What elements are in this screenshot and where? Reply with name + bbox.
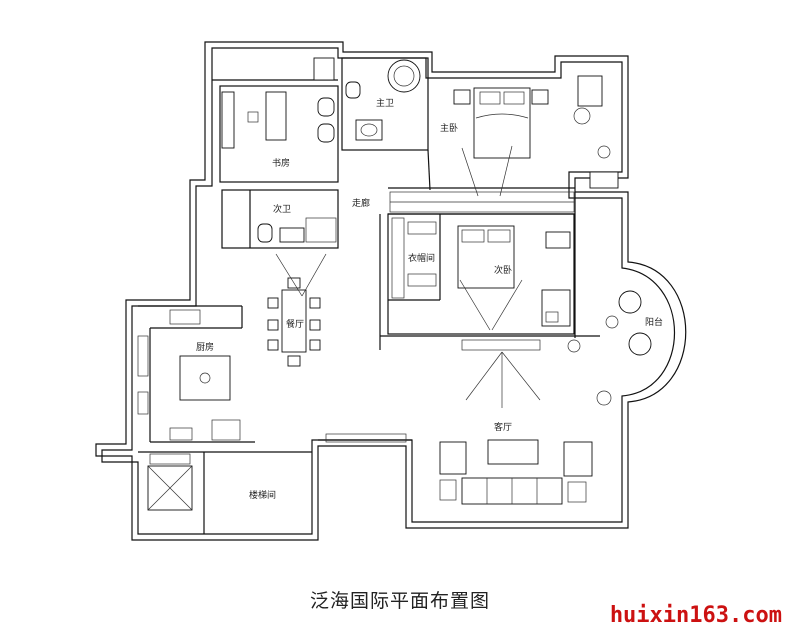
inner-walls — [138, 57, 600, 534]
site-watermark: huixin163.com — [609, 603, 782, 628]
room-label-balcony: 阳台 — [645, 316, 663, 328]
furniture — [137, 57, 652, 511]
room-label-master-bedroom: 主卧 — [440, 122, 458, 134]
room-label-study: 书房 — [272, 157, 290, 169]
room-label-master-bath: 主卫 — [376, 97, 394, 109]
plan-title: 泛海国际平面布置图 — [309, 590, 490, 612]
room-label-corridor: 走廊 — [352, 197, 370, 209]
room-label-dining: 餐厅 — [286, 318, 304, 330]
room-label-second-bedroom: 次卧 — [494, 264, 512, 276]
room-label-kitchen: 厨房 — [196, 341, 214, 353]
room-label-second-bath: 次卫 — [273, 203, 291, 215]
room-label-wardrobe: 衣帽间 — [408, 252, 435, 264]
outer-walls — [95, 41, 687, 541]
room-labels: 书房 主卫 主卧 次卫 走廊 次卧 衣帽间 餐厅 厨房 阳台 客厅 楼梯间 — [196, 97, 663, 501]
room-label-stair: 楼梯间 — [249, 489, 276, 501]
room-label-living: 客厅 — [494, 421, 512, 433]
